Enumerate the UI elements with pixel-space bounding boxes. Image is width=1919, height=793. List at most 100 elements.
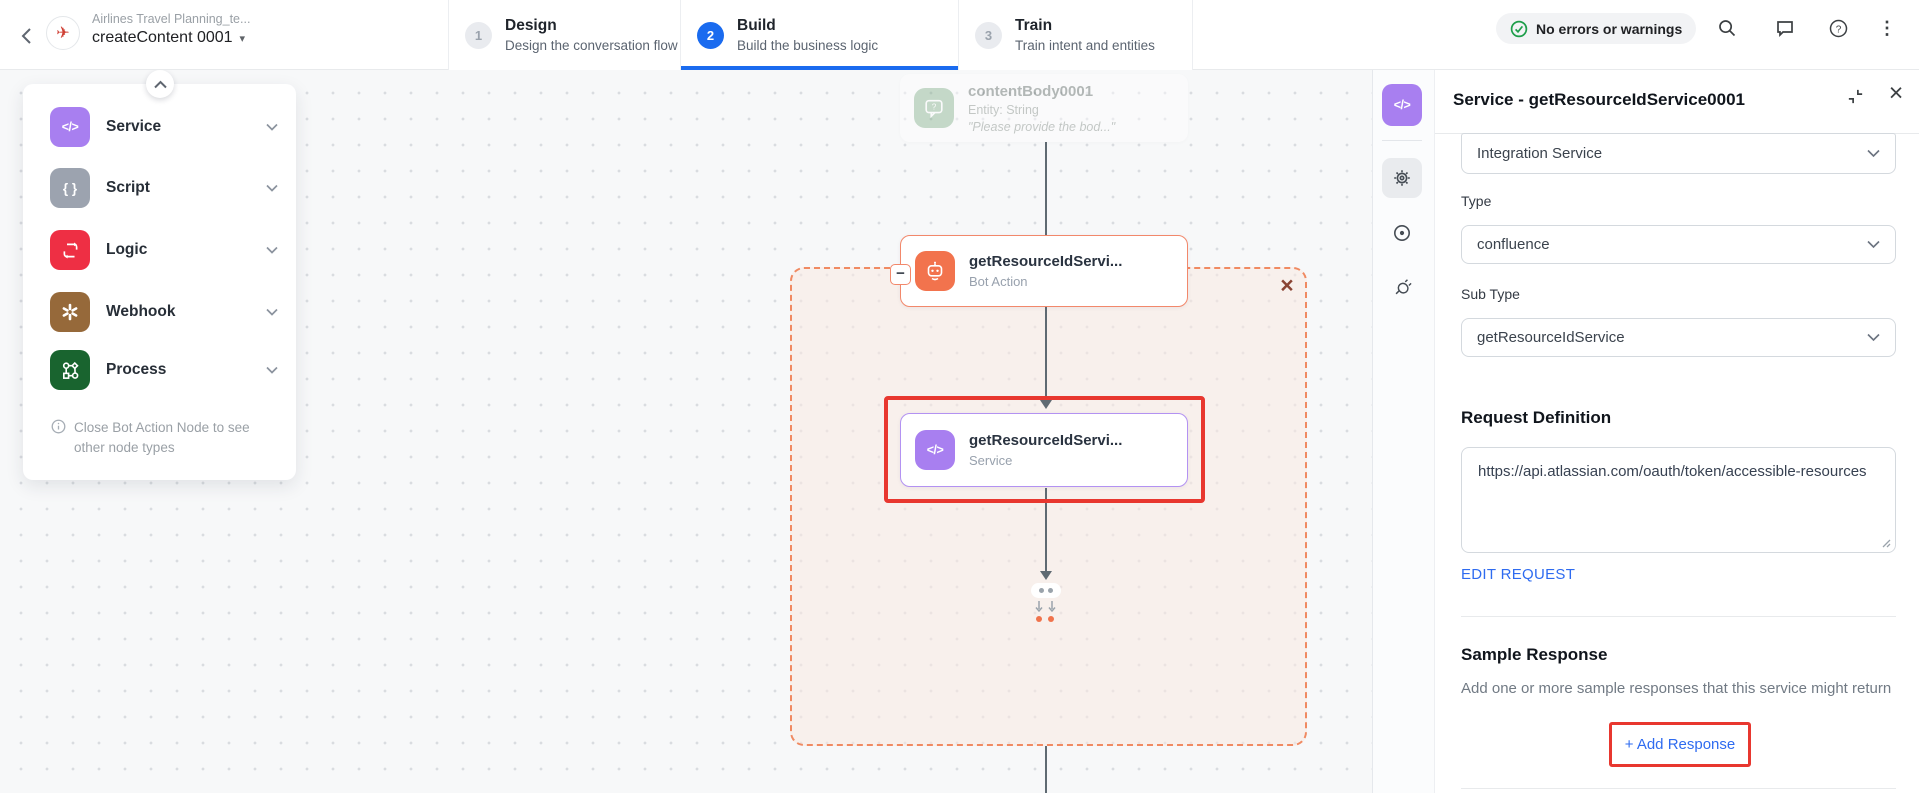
code-icon: </> xyxy=(50,107,90,147)
palette-info-note: Close Bot Action Node to see other node … xyxy=(51,418,279,457)
collapse-panel-button[interactable] xyxy=(1841,82,1869,110)
node-type: Service xyxy=(969,453,1013,468)
service-properties-panel: </> xyxy=(1372,70,1919,793)
panel-tab-instance[interactable] xyxy=(1382,213,1422,253)
collapse-icon xyxy=(1848,89,1862,103)
palette-item-script[interactable]: { } Script xyxy=(50,168,278,208)
node-title: getResourceIdServi... xyxy=(969,253,1123,270)
connection-point[interactable] xyxy=(1031,583,1061,598)
palette-item-logic[interactable]: Logic xyxy=(50,230,278,270)
resize-handle-icon[interactable] xyxy=(1880,537,1891,548)
request-url-textarea[interactable]: https://api.atlassian.com/oauth/token/ac… xyxy=(1461,447,1896,553)
info-icon xyxy=(51,419,66,434)
connector-line xyxy=(1045,307,1047,405)
chevron-down-icon xyxy=(1867,240,1880,249)
type-label: Type xyxy=(1461,193,1492,209)
tab-build[interactable]: 2 Build Build the business logic xyxy=(680,0,958,70)
close-bot-action-icon[interactable]: × xyxy=(1280,272,1294,298)
connector-arrow xyxy=(1040,400,1052,409)
subtype-select[interactable]: getResourceIdService xyxy=(1461,318,1896,357)
edit-request-link[interactable]: EDIT REQUEST xyxy=(1461,566,1576,583)
divider xyxy=(1382,140,1422,141)
chevron-down-icon xyxy=(1867,149,1880,158)
bot-avatar: ✈ xyxy=(46,16,80,50)
panel-icon-strip: </> xyxy=(1373,70,1435,793)
search-button[interactable] xyxy=(1709,10,1745,46)
braces-icon: { } xyxy=(50,168,90,208)
plug-icon xyxy=(1395,279,1412,295)
node-type: Bot Action xyxy=(969,274,1028,289)
sample-response-description: Add one or more sample responses that th… xyxy=(1461,680,1892,697)
connector-line xyxy=(1045,746,1047,793)
bot-action-expanded-zone xyxy=(790,267,1307,746)
chevron-down-icon xyxy=(266,123,278,131)
svg-text:?: ? xyxy=(1835,24,1841,35)
loop-icon xyxy=(50,230,90,270)
chevron-down-icon xyxy=(266,366,278,374)
svg-text:?: ? xyxy=(932,102,937,111)
palette-item-webhook[interactable]: Webhook xyxy=(50,292,278,332)
more-menu-button[interactable]: ⋮ xyxy=(1869,10,1905,46)
dialog-name-menu[interactable]: createContent 0001 ▾ xyxy=(92,29,246,46)
subtype-label: Sub Type xyxy=(1461,286,1520,302)
divider xyxy=(1461,616,1896,617)
bot-action-node[interactable]: getResourceIdServi... Bot Action xyxy=(900,235,1188,307)
code-icon: </> xyxy=(915,430,955,470)
node-type-palette: </> Service { } Script Logic xyxy=(23,84,296,480)
code-icon: </> xyxy=(1393,98,1411,112)
connector-line xyxy=(1045,488,1047,576)
tab-train[interactable]: 3 Train Train intent and entities xyxy=(958,0,1193,70)
chevron-down-icon xyxy=(266,184,278,192)
kebab-icon: ⋮ xyxy=(1878,17,1896,38)
request-definition-heading: Request Definition xyxy=(1461,408,1612,427)
type-select[interactable]: confluence xyxy=(1461,225,1896,264)
panel-tab-properties[interactable] xyxy=(1382,158,1422,198)
palette-collapse-button[interactable] xyxy=(146,70,174,98)
drop-arrows-icon xyxy=(1035,601,1056,612)
annotation-highlight-add-response: + Add Response xyxy=(1609,722,1751,767)
status-badge: No errors or warnings xyxy=(1496,13,1697,44)
palette-item-service[interactable]: </> Service xyxy=(50,107,278,147)
entity-node-contentbody: ? contentBody0001 Entity: String "Please… xyxy=(900,74,1188,142)
help-button[interactable]: ? xyxy=(1820,10,1856,46)
chat-bubble-icon xyxy=(1777,21,1793,38)
panel-tab-component[interactable]: </> xyxy=(1382,84,1422,126)
node-entity-type: Entity: String xyxy=(968,102,1039,117)
close-panel-button[interactable]: × xyxy=(1888,78,1904,107)
check-circle-icon xyxy=(1510,20,1528,37)
panel-title: Service - getResourceIdService0001 xyxy=(1453,90,1746,109)
divider xyxy=(1461,788,1896,789)
chevron-down-icon xyxy=(1867,333,1880,342)
comments-button[interactable] xyxy=(1767,10,1803,46)
back-button[interactable] xyxy=(12,22,40,50)
tab-design[interactable]: 1 Design Design the conversation flow xyxy=(448,0,680,70)
app-name: Airlines Travel Planning_te... xyxy=(92,12,251,26)
panel-tab-connections[interactable] xyxy=(1382,267,1422,307)
process-nodes-icon xyxy=(50,350,90,390)
target-icon xyxy=(1394,225,1410,241)
top-bar: ✈ Airlines Travel Planning_te... createC… xyxy=(0,0,1919,70)
asterisk-icon xyxy=(50,292,90,332)
help-icon: ? xyxy=(1829,19,1847,37)
chevron-left-icon xyxy=(21,28,31,44)
node-title: getResourceIdServi... xyxy=(969,432,1123,449)
chevron-down-icon xyxy=(266,308,278,316)
caret-down-icon: ▾ xyxy=(239,32,246,45)
node-prompt-preview: "Please provide the bod..." xyxy=(968,119,1116,134)
annotation-highlight-service-node xyxy=(884,396,1205,503)
drop-targets[interactable] xyxy=(1036,616,1054,622)
chevron-up-icon xyxy=(153,80,167,88)
sample-response-heading: Sample Response xyxy=(1461,645,1608,664)
gear-icon xyxy=(1394,170,1410,186)
palette-item-process[interactable]: Process xyxy=(50,350,278,390)
node-title: contentBody0001 xyxy=(968,82,1094,100)
chevron-down-icon xyxy=(266,246,278,254)
connector-arrow xyxy=(1040,571,1052,580)
integration-service-select[interactable]: Integration Service xyxy=(1461,133,1896,174)
search-icon xyxy=(1719,20,1736,37)
entity-bubble-icon: ? xyxy=(914,88,954,128)
collapse-bot-action-button[interactable]: − xyxy=(890,264,911,285)
add-response-button[interactable]: + Add Response xyxy=(1624,736,1736,753)
service-node[interactable]: </> getResourceIdServi... Service xyxy=(900,413,1188,487)
